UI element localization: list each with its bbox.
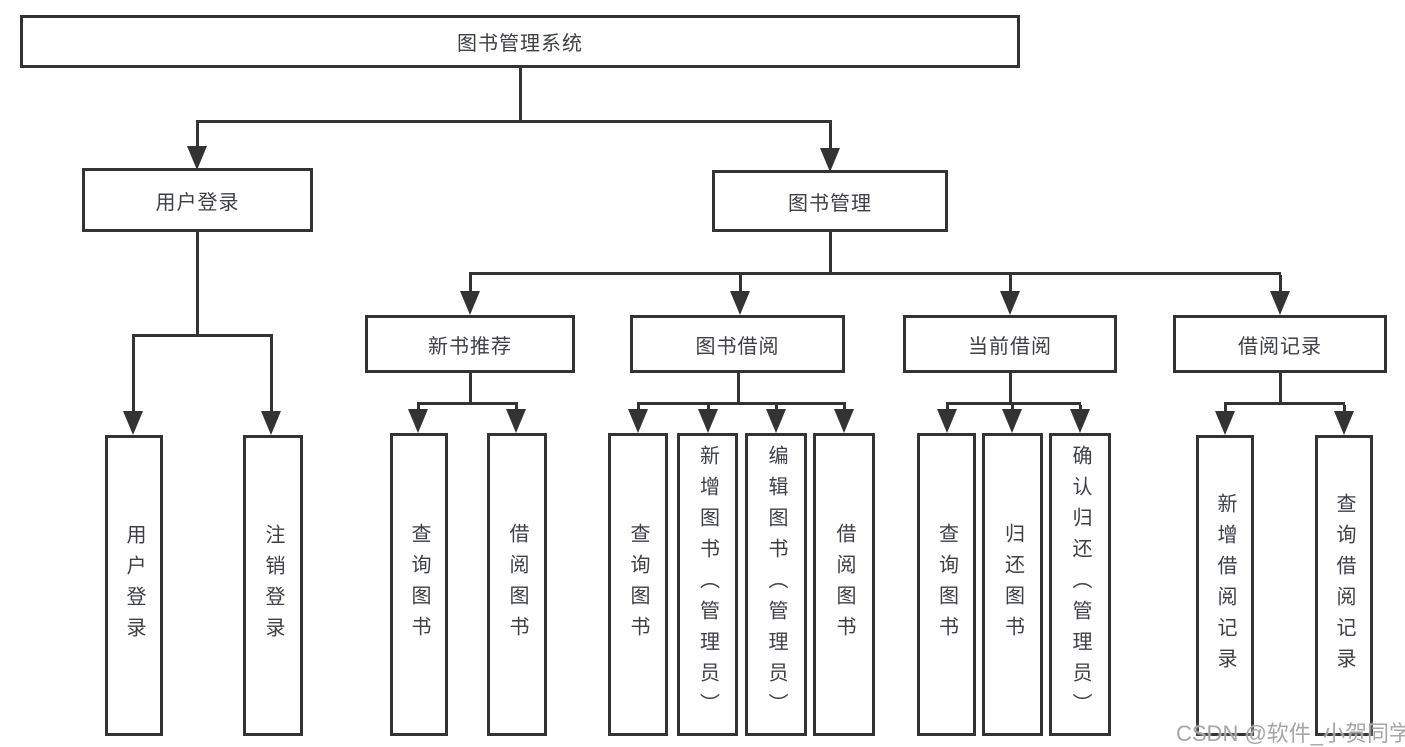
connector-line: [196, 232, 199, 336]
arrowhead-icon: [766, 409, 786, 433]
leaf-borrow-borrow: 借阅图书: [813, 433, 875, 736]
leaf-borrow-query: 查询图书: [608, 433, 668, 736]
leaf-records-add: 新增借阅记录: [1196, 435, 1254, 736]
arrowhead-icon: [937, 409, 957, 433]
connector-line: [1011, 405, 1014, 411]
connector-line: [196, 120, 832, 123]
leaf-label: 查询图书: [627, 522, 649, 647]
connector-line: [469, 272, 1281, 275]
connector-line: [1224, 405, 1227, 411]
arrowhead-icon: [261, 411, 281, 435]
leaf-label: 借阅图书: [506, 522, 528, 647]
leaf-label: 查询图书: [935, 522, 958, 647]
leaf-current-return: 归还图书: [982, 433, 1043, 736]
connector-line: [1279, 373, 1282, 404]
node-borrow-records: 借阅记录: [1173, 315, 1387, 373]
connector-line: [417, 405, 420, 411]
leaf-label: 借阅图书: [833, 522, 855, 647]
arrowhead-icon: [1000, 291, 1020, 315]
leaf-label: 新增借阅记录: [1214, 492, 1236, 679]
arrowhead-icon: [1334, 411, 1354, 435]
leaf-borrow-edit-admin: 编辑图书（管理员）: [745, 433, 807, 736]
connector-line: [515, 405, 518, 411]
leaf-label: 查询图书: [408, 522, 430, 647]
leaf-label: 注销登录: [262, 523, 284, 648]
leaf-current-query: 查询图书: [917, 433, 976, 736]
connector-line: [1009, 373, 1012, 404]
connector-line: [469, 275, 472, 293]
connector-line: [469, 373, 472, 404]
leaf-label: 用户登录: [123, 523, 145, 648]
leaf-newbooks-query: 查询图书: [390, 433, 448, 736]
arrowhead-icon: [460, 291, 480, 315]
connector-line: [132, 337, 135, 411]
connector-line: [829, 230, 832, 274]
watermark: CSDN @软件_小贺同学: [1176, 721, 1405, 746]
connector-line: [737, 373, 740, 404]
arrowhead-icon: [730, 291, 750, 315]
leaf-newbooks-borrow: 借阅图书: [487, 433, 547, 736]
node-root: 图书管理系统: [20, 15, 1020, 68]
leaf-user-login: 用户登录: [105, 435, 163, 736]
connector-line: [946, 405, 949, 411]
connector-line: [739, 275, 742, 293]
node-book-management: 图书管理: [712, 170, 948, 232]
leaf-label: 编辑图书（管理员）: [765, 445, 787, 724]
connector-line: [1224, 402, 1345, 405]
leaf-label: 查询借阅记录: [1333, 492, 1355, 679]
connector-line: [132, 334, 273, 337]
leaf-logout: 注销登录: [243, 435, 303, 736]
node-new-book-recommend: 新书推荐: [365, 315, 575, 373]
connector-line: [946, 402, 1081, 405]
leaf-records-query: 查询借阅记录: [1315, 435, 1373, 736]
leaf-current-confirm-admin: 确认归还（管理员）: [1049, 433, 1111, 736]
connector-line: [519, 68, 522, 122]
arrowhead-icon: [1215, 411, 1235, 435]
arrowhead-icon: [408, 409, 428, 433]
arrowhead-icon: [1270, 291, 1290, 315]
node-book-borrow: 图书借阅: [630, 315, 845, 373]
connector-line: [1279, 275, 1282, 293]
connector-line: [1009, 275, 1012, 293]
arrowhead-icon: [834, 409, 854, 433]
arrowhead-icon: [123, 411, 143, 435]
arrowhead-icon: [698, 409, 718, 433]
arrowhead-icon: [820, 148, 840, 172]
connector-line: [707, 405, 710, 411]
leaf-borrow-add-admin: 新增图书（管理员）: [677, 433, 738, 736]
node-user-login: 用户登录: [82, 168, 313, 232]
arrowhead-icon: [1002, 409, 1022, 433]
arrowhead-icon: [187, 146, 207, 170]
connector-line: [843, 405, 846, 411]
node-current-borrow: 当前借阅: [903, 315, 1117, 373]
arrowhead-icon: [506, 409, 526, 433]
leaf-label: 确认归还（管理员）: [1069, 445, 1091, 724]
connector-line: [637, 402, 846, 405]
leaf-label: 归还图书: [1001, 522, 1024, 647]
connector-line: [775, 405, 778, 411]
connector-line: [1343, 405, 1346, 411]
connector-line: [270, 337, 273, 411]
arrowhead-icon: [1070, 409, 1090, 433]
connector-line: [417, 402, 518, 405]
leaf-label: 新增图书（管理员）: [696, 445, 719, 724]
connector-line: [829, 123, 832, 150]
connector-line: [637, 405, 640, 411]
arrowhead-icon: [628, 409, 648, 433]
connector-line: [196, 123, 199, 148]
connector-line: [1079, 405, 1082, 411]
